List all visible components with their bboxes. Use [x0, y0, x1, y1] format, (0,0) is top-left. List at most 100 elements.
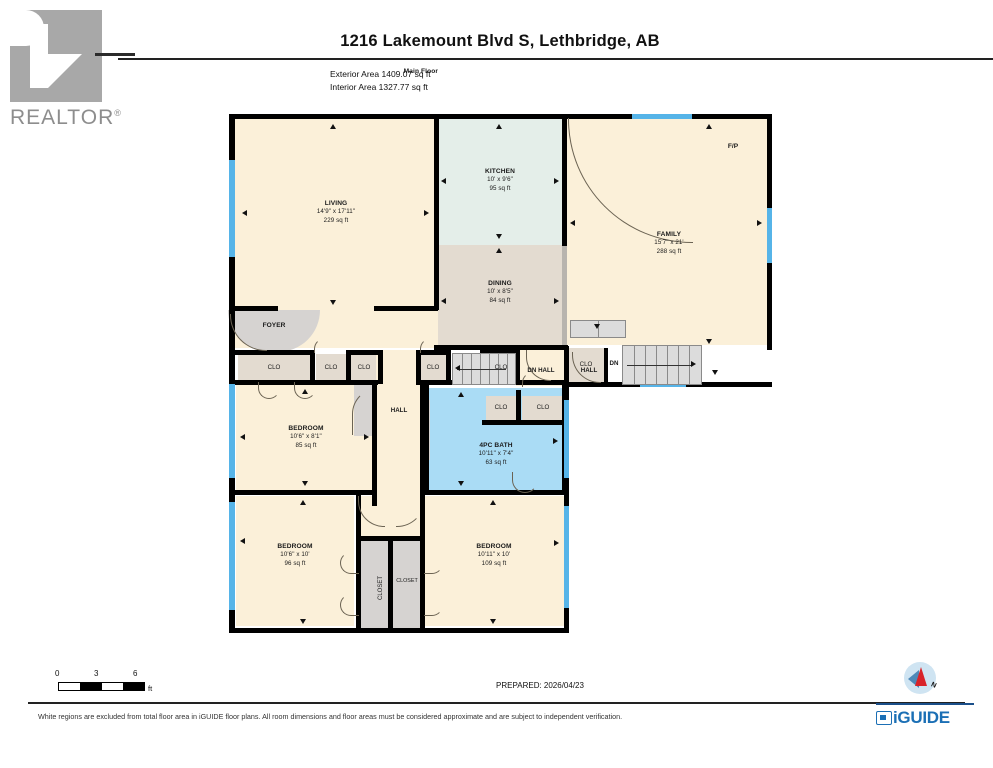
- room-fill-bedroom-2: [236, 496, 354, 626]
- door-arc-bath-lower: [512, 472, 538, 493]
- iguide-wordmark: iGUIDE: [893, 708, 950, 727]
- wall-hall-lower-left: [356, 492, 361, 538]
- room-fill-clo-7: [486, 396, 516, 422]
- dim-arrow-bath-right: [553, 438, 558, 444]
- wall-right-lower-a: [564, 386, 569, 400]
- dim-arrow-living-left: [242, 210, 247, 216]
- title-divider: [118, 58, 993, 60]
- label-clo-5: CLO: [494, 364, 508, 371]
- label-hall-center: HALL: [390, 407, 408, 414]
- window-bedroom3-right[interactable]: [564, 506, 569, 608]
- room-label-bath: 4PC BATH 10'11" x 7'4" 63 sq ft: [446, 442, 546, 467]
- wall-hall-lower-right: [420, 492, 425, 538]
- door-arc-closet-lower-3: [424, 552, 443, 574]
- dim-arrow-living-top: [330, 124, 336, 129]
- wall-top-kitchen: [438, 114, 566, 119]
- stairs-upper-landing[interactable]: [570, 320, 626, 338]
- scale-tick-0: 0: [55, 669, 60, 678]
- wall-right-upper-a: [767, 114, 772, 208]
- wall-living-bottom-a: [234, 306, 278, 311]
- window-living-left[interactable]: [229, 160, 235, 257]
- wall-clo-sep-4: [416, 350, 421, 384]
- iguide-logo[interactable]: iGUIDE: [876, 706, 976, 732]
- window-bath-right[interactable]: [564, 400, 569, 478]
- wall-clo-band-bottom-b: [416, 380, 452, 385]
- wall-clo-band-top-a: [234, 350, 314, 355]
- wall-clo-sep-7: [516, 350, 520, 384]
- label-clo-6: CLO: [579, 361, 593, 368]
- room-fill-bedroom-1: [236, 384, 376, 490]
- room-dimensions: 10'6" x 8'1": [290, 433, 322, 441]
- dim-arrow-family-bottom: [706, 339, 712, 344]
- room-dimensions: 10' x 9'6": [487, 176, 513, 184]
- room-fill-living: [234, 118, 438, 310]
- stairs-right[interactable]: [622, 345, 702, 385]
- label-foyer: FOYER: [262, 322, 286, 329]
- label-dn-right: DN: [609, 360, 619, 367]
- wall-bottom-outer-a: [229, 628, 360, 633]
- wall-living-right: [434, 114, 439, 310]
- compass-west-needle: [908, 670, 919, 688]
- dim-arrow-family-top: [706, 124, 712, 129]
- door-arc-clo-left-1: [258, 382, 280, 399]
- stairs-right-direction-arrow: [691, 361, 696, 367]
- dim-arrow-bed1-right: [364, 434, 369, 440]
- dim-arrow-bed3-top: [490, 500, 496, 505]
- footer-divider: [28, 702, 965, 704]
- realtor-rule: [95, 53, 135, 56]
- dim-arrow-bed3-bottom: [490, 619, 496, 624]
- room-fill-dining: [438, 245, 562, 345]
- scale-tick-3: 3: [94, 669, 99, 678]
- dim-arrow-family-left: [570, 220, 575, 226]
- label-clo-4: CLO: [426, 364, 440, 371]
- label-closet-vertical: CLOSET: [378, 575, 384, 600]
- dim-arrow-bed2-top: [300, 500, 306, 505]
- label-closet-horizontal: CLOSET: [396, 578, 418, 584]
- room-label-dining: DINING 10' x 8'5" 84 sq ft: [450, 280, 550, 305]
- room-dimensions: 10'6" x 10': [280, 551, 310, 559]
- stairs-left[interactable]: [452, 353, 516, 385]
- interior-area: Interior Area 1327.77 sq ft: [330, 82, 428, 92]
- label-clo-1: CLO: [267, 364, 281, 371]
- label-clo-8: CLO: [536, 404, 550, 411]
- wall-closet-top: [356, 536, 425, 541]
- room-name: BEDROOM: [476, 543, 512, 550]
- wall-mid-right-bottom-a: [566, 382, 608, 387]
- room-name: KITCHEN: [484, 168, 515, 175]
- wall-hall-right-top: [564, 346, 569, 386]
- door-arc-hall-upper: [352, 388, 379, 435]
- room-label-bedroom-3: BEDROOM 10'11" x 10' 109 sq ft: [444, 543, 544, 568]
- window-family-right[interactable]: [767, 208, 772, 263]
- scale-seg-3: [102, 683, 123, 690]
- wall-family-left-a: [562, 114, 567, 246]
- dim-arrow-kitchen-right: [554, 178, 559, 184]
- wall-left-lower-c: [229, 610, 235, 633]
- compass-north-label: N: [929, 681, 938, 690]
- wall-hall-right: [420, 384, 425, 504]
- room-dimensions: 10'11" x 10': [477, 551, 511, 559]
- label-clo-2: CLO: [324, 364, 338, 371]
- room-dimensions: 14'9" x 17'11": [316, 208, 356, 216]
- room-fill-clo-3: [350, 354, 378, 382]
- room-area: 95 sq ft: [489, 184, 511, 192]
- room-fill-clo-8: [522, 396, 564, 422]
- realtor-r-mark: [10, 10, 102, 102]
- wall-clo-band-top-b: [346, 350, 382, 355]
- compass-north-needle: [915, 667, 927, 686]
- window-bedroom2-left[interactable]: [229, 502, 235, 610]
- wall-clo-sep-1: [310, 350, 315, 384]
- window-bedroom1-left[interactable]: [229, 384, 235, 478]
- wall-closet-left: [356, 536, 361, 632]
- wall-bath-bottom: [424, 490, 568, 495]
- wall-stair-right-strip: [604, 348, 608, 384]
- door-arc-closet-lower-4: [424, 594, 443, 616]
- dim-arrow-bed1-left: [240, 434, 245, 440]
- label-fireplace: F/P: [727, 143, 739, 150]
- room-dimensions: 15'7" x 21': [654, 239, 684, 247]
- dim-arrow-bed1-top: [302, 389, 308, 394]
- dim-arrow-bed1-bottom: [302, 481, 308, 486]
- dim-arrow-dining-right: [554, 298, 559, 304]
- window-top-family[interactable]: [632, 114, 692, 119]
- room-area: 288 sq ft: [656, 247, 682, 255]
- label-hall-right: HALL: [580, 367, 598, 374]
